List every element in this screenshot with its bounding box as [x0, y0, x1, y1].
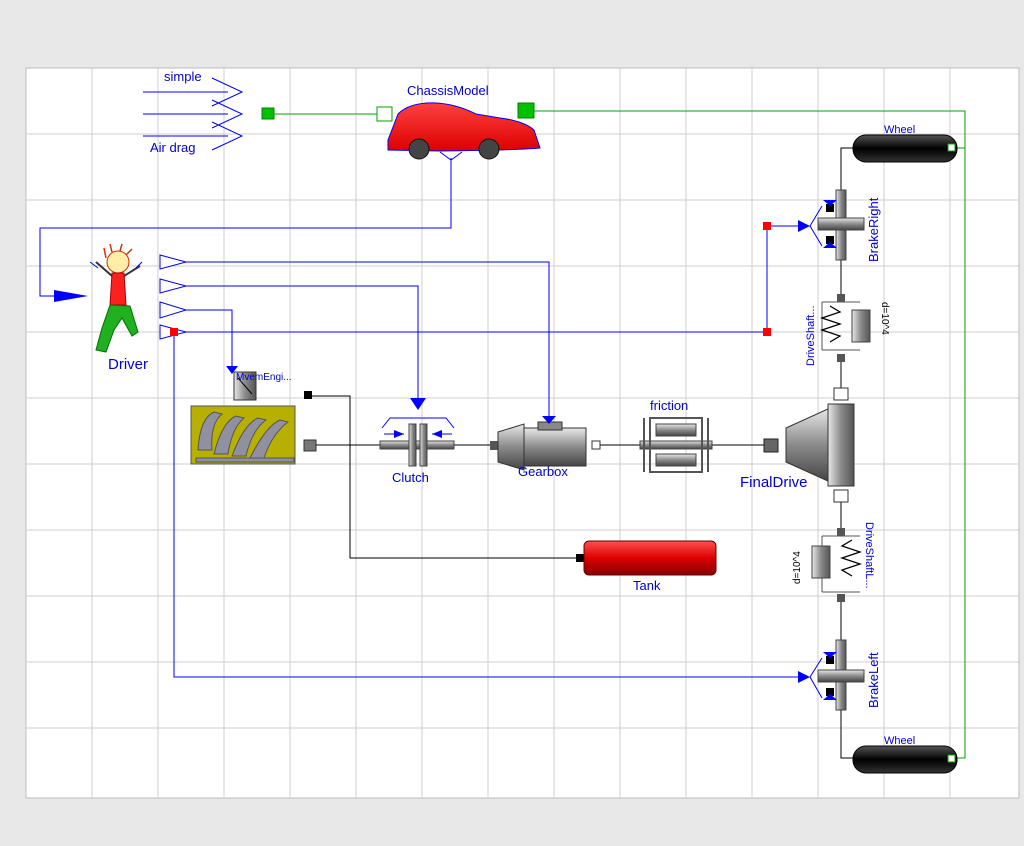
wheel-left-shaft[interactable] — [840, 710, 856, 759]
car-wheel-icon — [478, 138, 500, 160]
driver-gearbox-signal[interactable] — [186, 261, 550, 416]
clutch-block[interactable]: Clutch — [379, 398, 455, 485]
driveshaft-left-label: DriveShaftL... — [863, 522, 875, 589]
engine-tank-connection[interactable] — [310, 395, 580, 559]
driver-figure-icon — [89, 243, 143, 353]
chassis-wheel-connection[interactable] — [534, 110, 966, 759]
aero-label-bottom: Air drag — [150, 140, 196, 155]
chassis-port-left[interactable] — [376, 106, 393, 122]
chassis-driver-signal[interactable] — [39, 158, 452, 297]
wheel-right-block[interactable]: Wheel — [852, 124, 958, 163]
wheel-right-shaft[interactable] — [840, 147, 856, 192]
engine-manifold-icon — [195, 411, 295, 463]
aero-port[interactable] — [261, 107, 275, 120]
friction-block[interactable]: friction — [639, 398, 713, 473]
car-body-icon — [387, 102, 541, 152]
chassis-model[interactable]: ChassisModel — [376, 83, 541, 164]
engine-fuel-port[interactable] — [304, 391, 312, 399]
clutch-label: Clutch — [392, 470, 429, 485]
driveshaft-right-label: DriveShaft... — [805, 305, 817, 366]
wheel-right-label: Wheel — [884, 124, 915, 136]
driveshaft-right-block[interactable]: DriveShaft... d=10^4 — [805, 294, 890, 366]
engine-label: MvemEngi... — [236, 372, 292, 383]
aero-drag-block[interactable]: simple Air drag — [143, 69, 275, 155]
car-wheel-icon — [408, 138, 430, 160]
tank-block[interactable]: Tank — [576, 540, 717, 593]
brake-left-block[interactable]: BrakeLeft — [798, 639, 881, 711]
tank-icon — [583, 540, 717, 576]
driver-brake-signal[interactable] — [186, 225, 804, 333]
brake-signal-junction — [763, 222, 771, 230]
friction-label: friction — [650, 398, 688, 413]
brake-left-label: BrakeLeft — [866, 652, 881, 708]
driver-label: Driver — [108, 356, 148, 373]
connections — [39, 110, 966, 759]
engine-flange-port[interactable] — [303, 439, 317, 452]
driver-engine-signal[interactable] — [186, 309, 233, 366]
driver-output-port-gear[interactable] — [159, 254, 188, 270]
wheel-icon — [852, 745, 958, 774]
tank-label: Tank — [633, 578, 661, 593]
driveshaft-left-block[interactable]: DriveShaftL... d=10^4 — [792, 522, 875, 602]
gearbox-block[interactable]: Gearbox — [490, 416, 601, 479]
driver-clutch-signal[interactable] — [186, 285, 419, 398]
driver-block[interactable]: Driver — [54, 243, 188, 373]
wheel-left-label: Wheel — [884, 735, 915, 747]
chassis-label: ChassisModel — [407, 83, 489, 98]
gearbox-label: Gearbox — [518, 464, 568, 479]
brake-right-block[interactable]: BrakeRight — [798, 189, 881, 262]
driver-input-port[interactable] — [54, 290, 88, 302]
brake-signal-junction — [763, 328, 771, 336]
finaldrive-block[interactable]: FinalDrive — [740, 387, 855, 503]
driver-brake-junction — [170, 328, 178, 336]
driveshaft-right-param: d=10^4 — [879, 302, 890, 335]
engine-block[interactable]: MvemEngi... — [190, 366, 317, 465]
driveshaft-left-param: d=10^4 — [792, 551, 803, 584]
driver-output-port-throttle[interactable] — [159, 301, 188, 319]
aero-label-top: simple — [164, 69, 202, 84]
driver-brake-left-signal[interactable] — [173, 332, 800, 678]
finaldrive-label: FinalDrive — [740, 474, 808, 491]
brake-right-label: BrakeRight — [866, 197, 881, 262]
chassis-port-right[interactable] — [517, 102, 535, 119]
wheel-icon — [852, 134, 958, 163]
wheel-left-block[interactable]: Wheel — [852, 735, 958, 774]
driver-output-port-clutch[interactable] — [159, 278, 188, 294]
